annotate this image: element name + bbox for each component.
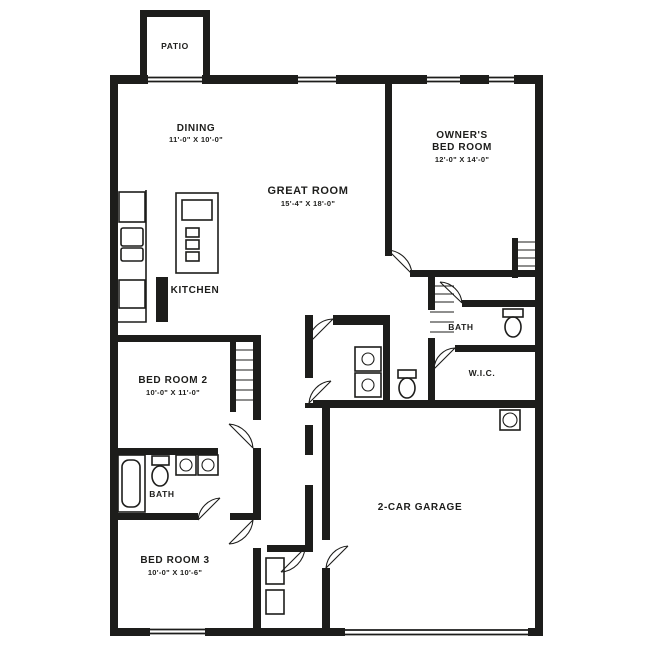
- refrigerator-icon: [118, 191, 146, 223]
- closet-shelves: [518, 241, 535, 275]
- linen-shelves: [430, 285, 454, 333]
- owner-suite-door: [387, 249, 413, 275]
- bedroom2-dims: 10'-0" X 11'-0": [146, 388, 200, 397]
- island-sink: [185, 227, 200, 238]
- island-sink: [185, 239, 200, 250]
- garage-door-opening: [345, 629, 528, 636]
- bedroom3-label: BED ROOM 3: [140, 555, 209, 566]
- sink-icon: [361, 352, 375, 366]
- sink-bowl: [120, 247, 144, 262]
- island-sink: [185, 251, 200, 262]
- patio-label: PATIO: [161, 41, 189, 51]
- vanity: [354, 346, 382, 372]
- bath-door: [307, 318, 334, 345]
- toilet-icon: [398, 377, 416, 399]
- dining-label: DINING: [177, 123, 216, 134]
- hall-door: [308, 380, 332, 404]
- bath2-label: BATH: [149, 489, 174, 499]
- sink-bowl: [120, 227, 144, 247]
- utility-closet: [265, 589, 285, 615]
- toilet-tank: [151, 455, 170, 466]
- dryer-icon: [197, 454, 219, 476]
- windows: [148, 76, 542, 635]
- patio-walls: [140, 10, 210, 75]
- bedroom2-door: [228, 423, 254, 449]
- owners-suite-label-2: BED ROOM: [432, 142, 492, 153]
- toilet-tank: [502, 308, 524, 318]
- kitchen-label: KITCHEN: [171, 285, 220, 296]
- closet-shelving: [236, 241, 535, 615]
- toilet-tank: [397, 369, 417, 379]
- bathtub-basin: [121, 459, 141, 508]
- center-bath-fixtures: [354, 346, 417, 399]
- sink-icon: [361, 378, 375, 392]
- owner-bath-fixtures: [502, 308, 524, 338]
- dining-dims: 11'-0" X 10'-0": [169, 135, 223, 144]
- utility-closet: [265, 557, 285, 585]
- laundry-bath-fixtures: [117, 454, 219, 513]
- owners-suite-dims: 12'-0" X 14'-0": [435, 155, 490, 164]
- toilet-icon: [504, 316, 522, 338]
- great-room-label: GREAT ROOM: [268, 185, 349, 197]
- island-cooktop: [181, 199, 213, 221]
- owners-suite-label-1: OWNER'S: [436, 130, 488, 141]
- room-labels: PATIO DINING 11'-0" X 10'-0" KITCHEN GRE…: [138, 41, 496, 577]
- great-room-dims: 15'-4" X 18'-0": [281, 199, 336, 208]
- owner-bath-door: [439, 281, 463, 304]
- toilet-icon: [151, 465, 169, 487]
- wic-door: [433, 347, 456, 370]
- wic-label: W.I.C.: [469, 368, 496, 378]
- kitchen-island: [175, 192, 219, 274]
- bedroom2-closet-shelves: [236, 349, 253, 401]
- owners-bath-label: BATH: [448, 322, 473, 332]
- garage-entry-door: [325, 545, 349, 569]
- water-heater-icon: [499, 409, 521, 431]
- bath2-door: [197, 497, 221, 521]
- exterior-walls: [110, 75, 543, 636]
- interior-walls: [118, 84, 543, 628]
- kitchen-fixtures: [118, 190, 219, 323]
- bedroom2-label: BED ROOM 2: [138, 375, 207, 386]
- bedroom3-door: [228, 519, 254, 545]
- bedroom3-dims: 10'-0" X 10'-6": [148, 568, 203, 577]
- range-icon: [118, 279, 146, 309]
- garage-label: 2-CAR GARAGE: [378, 502, 462, 513]
- washer-icon: [175, 454, 197, 476]
- counter: [118, 190, 147, 323]
- garage-fixtures: [499, 409, 521, 431]
- bathtub-icon: [117, 454, 146, 513]
- vanity: [354, 372, 382, 398]
